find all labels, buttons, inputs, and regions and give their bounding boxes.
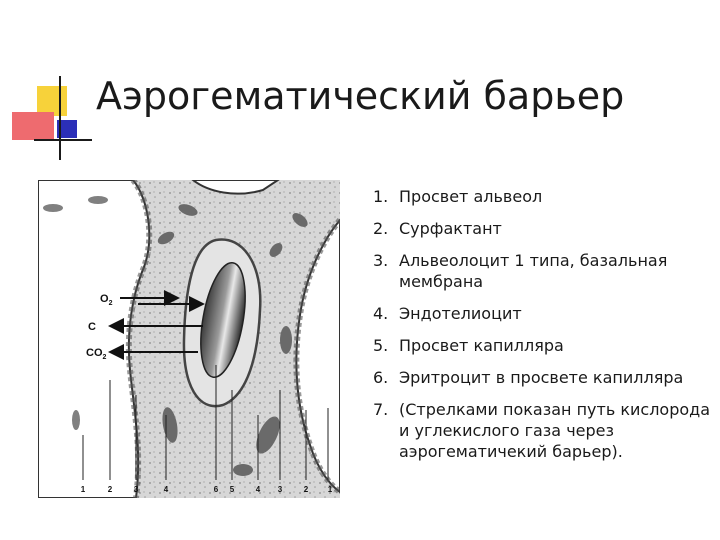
figure-number: 1 (81, 485, 86, 494)
legend-item-number: 4. (373, 304, 389, 323)
o2-label: O2 (100, 293, 113, 307)
nucleus (233, 464, 253, 476)
nucleus (256, 416, 280, 454)
legend-item-number: 3. (373, 251, 389, 270)
co2-label: CO2 (86, 347, 107, 361)
erythrocyte (200, 262, 246, 378)
histology-figure: O2 C CO2 1 2 3 4 6 5 4 3 2 1 (38, 180, 340, 498)
legend-item-number: 2. (373, 219, 389, 238)
legend-item: 5. Просвет капилляра (373, 335, 713, 356)
figure-number: 4 (164, 485, 169, 494)
figure-number: 3 (278, 485, 283, 494)
nucleus (43, 204, 63, 212)
figure-number: 1 (328, 485, 333, 494)
legend-item-text: Эндотелиоцит (399, 304, 522, 323)
title-decoration-blue-square (57, 120, 77, 138)
nucleus (88, 196, 108, 204)
bottom-numbers: 1 2 3 4 6 5 4 3 2 1 (81, 485, 333, 494)
figure-number: 3 (134, 485, 139, 494)
legend-item-number: 1. (373, 187, 389, 206)
nucleus (280, 326, 292, 354)
legend-item-text: Просвет капилляра (399, 336, 564, 355)
figure-number: 5 (230, 485, 235, 494)
legend-item: 6. Эритроцит в просвете капилляра (373, 367, 713, 388)
legend-item-text: Альвеолоцит 1 типа, базальная мембрана (399, 251, 668, 291)
legend-item-text: (Стрелками показан путь кислорода и угле… (399, 400, 711, 461)
nucleus (178, 204, 198, 216)
c-label: C (88, 321, 96, 333)
slide-title: Аэрогематический барьер (96, 74, 625, 118)
title-decoration-horizontal-line (34, 139, 92, 141)
legend-item-number: 5. (373, 336, 389, 355)
legend-item: 3. Альвеолоцит 1 типа, базальная мембран… (373, 250, 713, 292)
legend-list: 1. Просвет альвеол 2. Сурфактант 3. Альв… (373, 186, 713, 473)
nucleus (157, 231, 175, 245)
nucleus (72, 410, 80, 430)
leader-lines (82, 365, 329, 480)
legend-item-number: 7. (373, 400, 389, 419)
legend-item: 7. (Стрелками показан путь кислорода и у… (373, 399, 713, 462)
legend-item-text: Сурфактант (399, 219, 502, 238)
title-decoration-red-square (12, 112, 54, 140)
legend-item: 2. Сурфактант (373, 218, 713, 239)
legend-item: 4. Эндотелиоцит (373, 303, 713, 324)
legend-item: 1. Просвет альвеол (373, 186, 713, 207)
figure-number: 2 (108, 485, 113, 494)
title-decoration-vertical-line (59, 76, 61, 160)
figure-number: 4 (256, 485, 261, 494)
legend-item-number: 6. (373, 368, 389, 387)
alveolar-lumen-top (191, 180, 280, 195)
legend-item-text: Эритроцит в просвете капилляра (399, 368, 684, 387)
nucleus (292, 213, 308, 227)
title-decoration-yellow-square (37, 86, 67, 116)
figure-number: 2 (304, 485, 309, 494)
alveolar-lining-left (125, 180, 153, 498)
nucleus (269, 243, 283, 257)
alveolar-lining-right (293, 218, 340, 495)
figure-number: 6 (214, 485, 219, 494)
legend-item-text: Просвет альвеол (399, 187, 543, 206)
